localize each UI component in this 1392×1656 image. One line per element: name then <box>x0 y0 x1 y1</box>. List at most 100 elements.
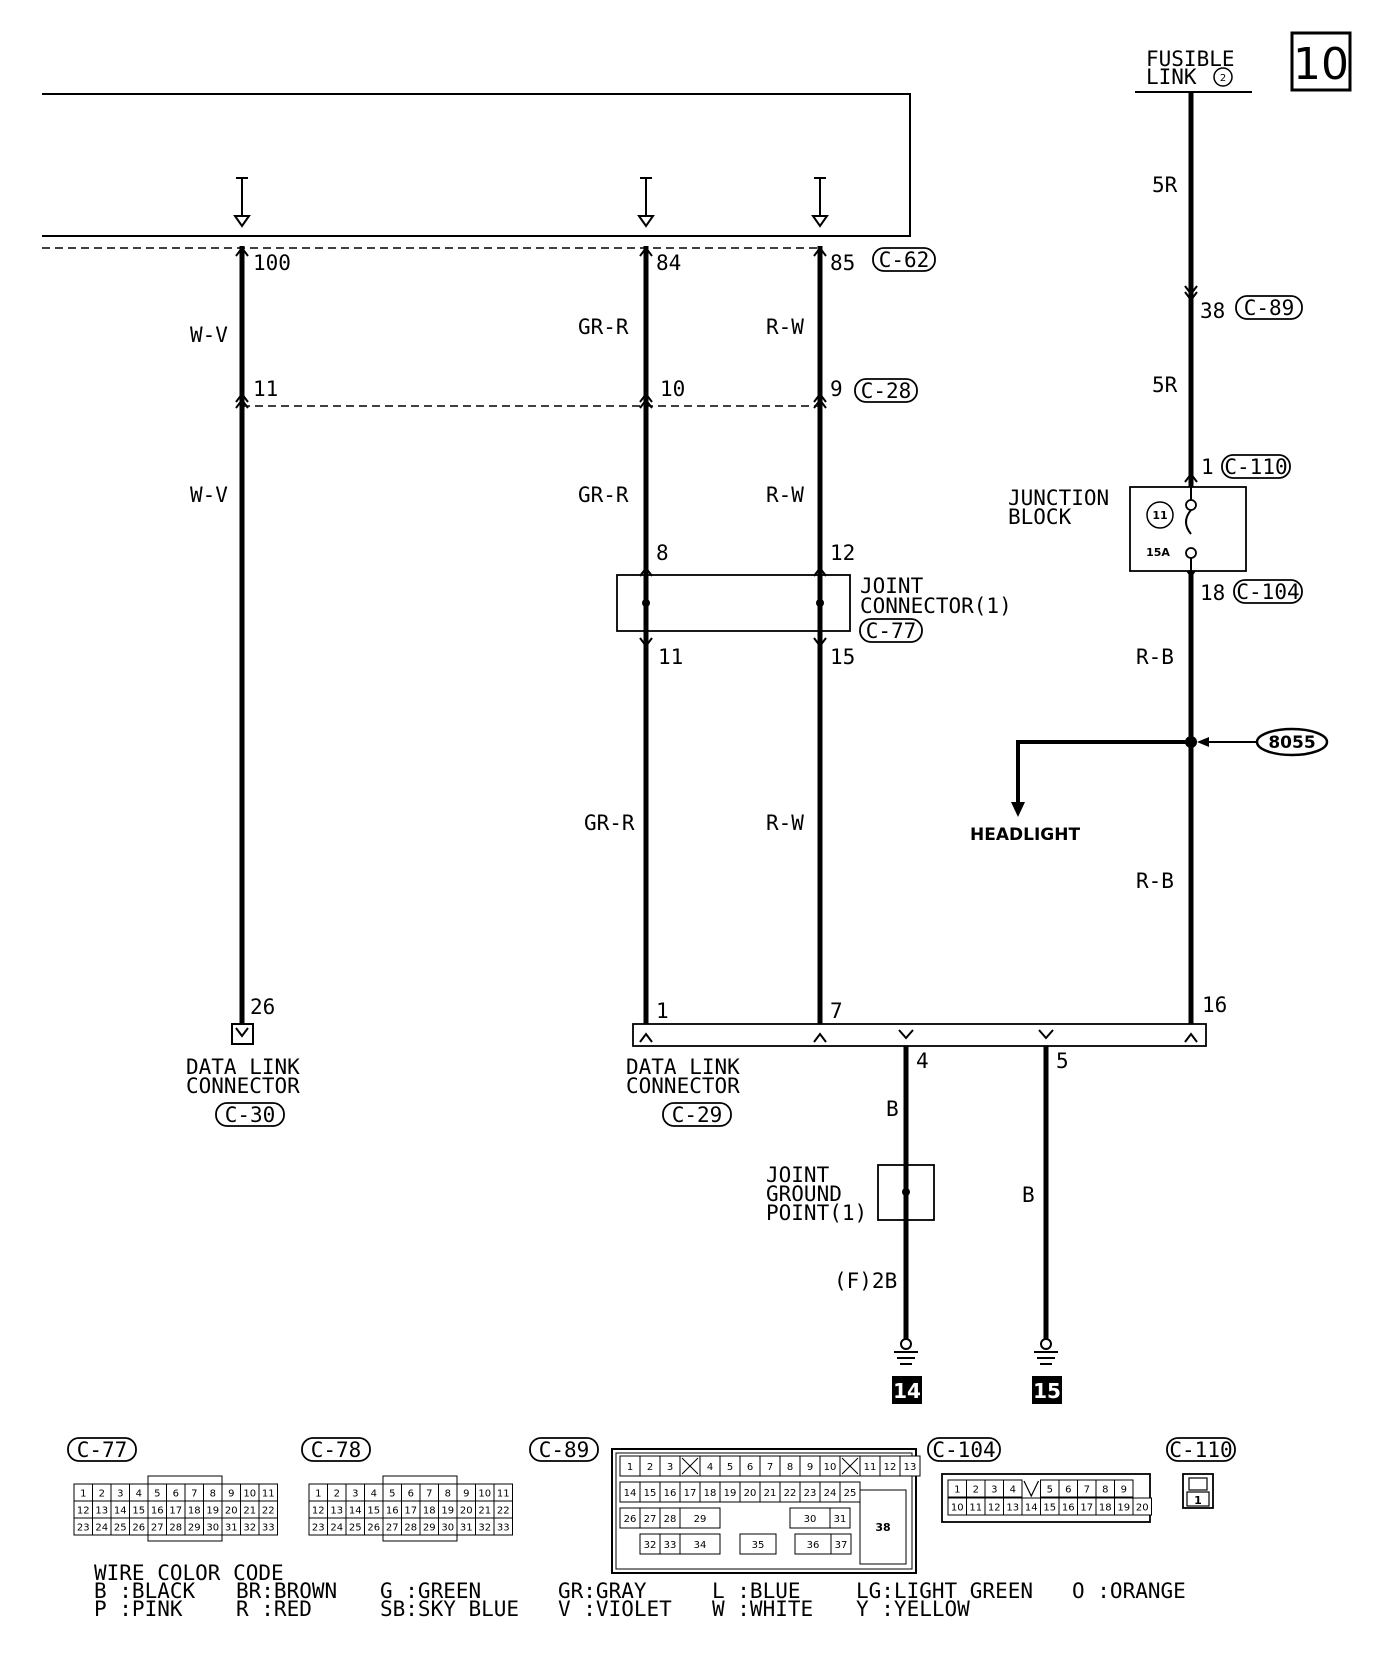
ground-15-label: 15 <box>1033 1379 1061 1403</box>
c78-pin-27: 27 <box>382 1517 402 1536</box>
svg-text:11: 11 <box>969 1503 982 1514</box>
headlight-label: HEADLIGHT <box>970 825 1080 845</box>
svg-text:33: 33 <box>497 1523 510 1534</box>
svg-text:BR:BROWN: BR:BROWN <box>236 1579 337 1603</box>
svg-text:6: 6 <box>747 1462 753 1473</box>
c89-pin-18: 18 <box>699 1481 721 1503</box>
svg-text:6: 6 <box>173 1489 179 1500</box>
svg-text:10: 10 <box>478 1489 491 1500</box>
c89-pin-6: 6 <box>739 1455 761 1477</box>
badge-c29: C-29 <box>662 1102 732 1127</box>
svg-text:C-77: C-77 <box>866 619 917 643</box>
svg-text:DATA LINK: DATA LINK <box>186 1055 300 1079</box>
svg-text:3: 3 <box>352 1489 358 1500</box>
svg-text:1: 1 <box>1194 1494 1202 1507</box>
svg-text:31: 31 <box>460 1523 473 1534</box>
c77-pin-33: 33 <box>258 1517 278 1536</box>
c77-pin-14: 14 <box>110 1500 130 1519</box>
fusible-link-line1: FUSIBLE <box>1146 47 1235 71</box>
svg-text:34: 34 <box>694 1540 707 1551</box>
svg-text:3: 3 <box>117 1489 123 1500</box>
svg-text:27: 27 <box>151 1523 164 1534</box>
svg-text:2: 2 <box>973 1485 979 1496</box>
svg-text:C-78: C-78 <box>311 1438 362 1462</box>
svg-text:GR:GRAY: GR:GRAY <box>558 1579 647 1603</box>
c77-pin-9: 9 <box>221 1483 241 1502</box>
c104-pin-10: 10 <box>947 1497 967 1516</box>
svg-text:19: 19 <box>206 1506 219 1517</box>
svg-text:CONNECTOR: CONNECTOR <box>626 1074 740 1098</box>
c89-pin-38: 38 <box>859 1489 907 1565</box>
pin-c29-7: 7 <box>830 999 843 1023</box>
svg-text:C-89: C-89 <box>539 1438 590 1462</box>
wire-label-r-w-1: R-W <box>766 315 804 339</box>
c77-pin-29: 29 <box>184 1517 204 1536</box>
c104-pin-15: 15 <box>1040 1497 1060 1516</box>
svg-text:30: 30 <box>804 1514 817 1525</box>
c78-pin-30: 30 <box>438 1517 458 1536</box>
svg-text:C-77: C-77 <box>77 1438 128 1462</box>
c77-pin-26: 26 <box>129 1517 149 1536</box>
c89-pin-2: 2 <box>639 1455 661 1477</box>
svg-text:11: 11 <box>497 1489 510 1500</box>
c104-pin-1: 1 <box>947 1479 967 1498</box>
c89-pin-35: 35 <box>739 1533 777 1555</box>
wire-5r-r-b: 5R 38 5R 1 18 R-B R-B 16 <box>1136 92 1227 1036</box>
c89-pin-13: 13 <box>899 1455 921 1477</box>
svg-text:C-104: C-104 <box>932 1438 995 1462</box>
pin-c28-11: 11 <box>253 377 278 401</box>
c77-pin-20: 20 <box>221 1500 241 1519</box>
c89-pin-28: 28 <box>659 1507 681 1529</box>
c104-pin-8: 8 <box>1095 1479 1115 1498</box>
c77-pin-17: 17 <box>166 1500 186 1519</box>
fusible-link-number: 2 <box>1220 73 1226 84</box>
pin-c77-8: 8 <box>656 541 669 565</box>
svg-text:C-110: C-110 <box>1169 1438 1232 1462</box>
c89-pin-20: 20 <box>739 1481 761 1503</box>
c77-pin-7: 7 <box>184 1483 204 1502</box>
c104-pin-9: 9 <box>1114 1479 1134 1498</box>
c78-pin-12: 12 <box>308 1500 328 1519</box>
joint-connector-label-1: JOINT <box>860 574 924 598</box>
wire-color-code-title: WIRE COLOR CODE <box>94 1561 284 1585</box>
c77-pin-16: 16 <box>147 1500 167 1519</box>
wire-label-w-v-1: W-V <box>190 323 228 347</box>
svg-text:23: 23 <box>804 1488 817 1499</box>
c89-pin-blank-3 <box>679 1455 701 1477</box>
svg-text:18: 18 <box>704 1488 717 1499</box>
svg-text:R :RED: R :RED <box>236 1597 312 1621</box>
c77-pin-3: 3 <box>110 1483 130 1502</box>
svg-text:2: 2 <box>334 1489 340 1500</box>
svg-text:2: 2 <box>647 1462 653 1473</box>
c77-pin-18: 18 <box>184 1500 204 1519</box>
c77-pin-21: 21 <box>240 1500 260 1519</box>
svg-text:13: 13 <box>1006 1503 1019 1514</box>
svg-text:O :ORANGE: O :ORANGE <box>1072 1579 1186 1603</box>
c104-pin-16: 16 <box>1058 1497 1078 1516</box>
svg-text:9: 9 <box>228 1489 234 1500</box>
c78-pin-29: 29 <box>419 1517 439 1536</box>
c78-pin-32: 32 <box>475 1517 495 1536</box>
svg-text:25: 25 <box>349 1523 362 1534</box>
c89-pin-25: 25 <box>839 1481 861 1503</box>
svg-text:5: 5 <box>389 1489 395 1500</box>
c104-pin-5: 5 <box>1040 1479 1060 1498</box>
c89-pin-30: 30 <box>789 1507 831 1529</box>
svg-text:5: 5 <box>154 1489 160 1500</box>
c77-pin-8: 8 <box>203 1483 223 1502</box>
c77-pin-22: 22 <box>258 1500 278 1519</box>
svg-text:2: 2 <box>99 1489 105 1500</box>
svg-text:29: 29 <box>188 1523 201 1534</box>
svg-text:20: 20 <box>1136 1503 1149 1514</box>
c104-pin-4: 4 <box>1003 1479 1023 1498</box>
svg-text:9: 9 <box>807 1462 813 1473</box>
svg-text:13: 13 <box>95 1506 108 1517</box>
svg-text:20: 20 <box>225 1506 238 1517</box>
svg-text:5: 5 <box>1047 1485 1053 1496</box>
pin-c62-84: 84 <box>656 251 681 275</box>
c89-pin-14: 14 <box>619 1481 641 1503</box>
wire-label-5r-1: 5R <box>1152 173 1178 197</box>
c78-pin-1: 1 <box>308 1483 328 1502</box>
c89-pin-29: 29 <box>679 1507 721 1529</box>
